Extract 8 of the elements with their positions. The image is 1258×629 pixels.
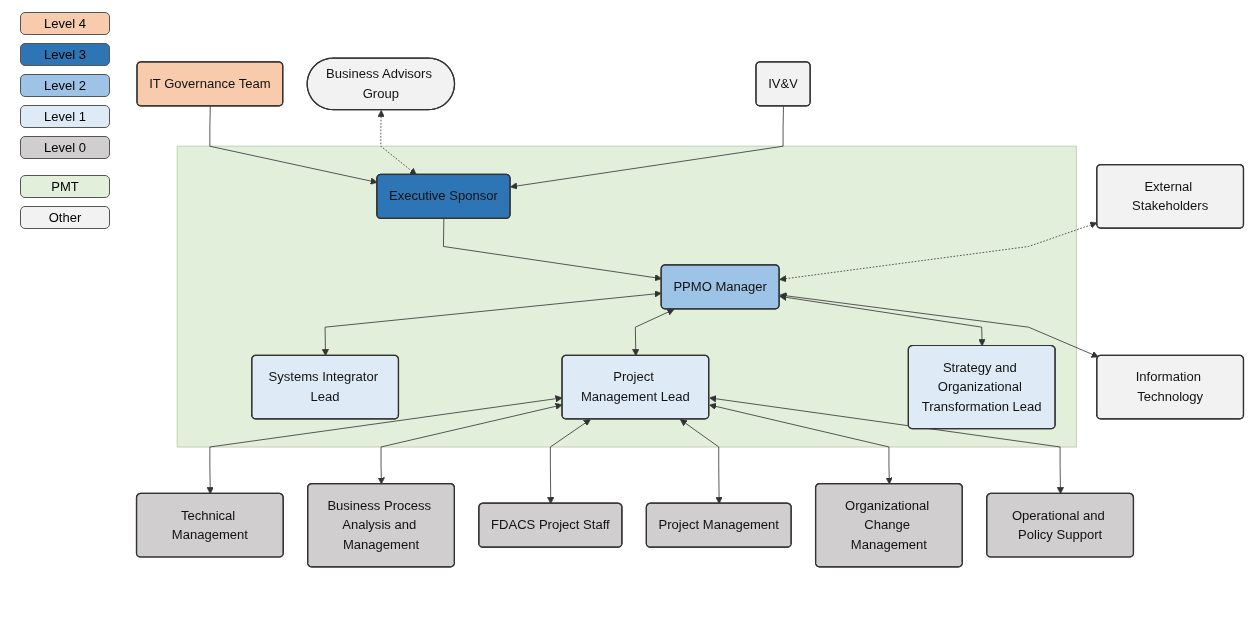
legend-swatch: Other bbox=[20, 206, 110, 229]
legend-swatch: PMT bbox=[20, 175, 110, 198]
cluster bbox=[176, 145, 1077, 448]
legend-swatch: Level 1 bbox=[20, 105, 110, 128]
legend-swatch: Level 3 bbox=[20, 43, 110, 66]
legend-swatch: Level 0 bbox=[20, 136, 110, 159]
legend-swatch: Level 2 bbox=[20, 74, 110, 97]
legend-swatch: Level 4 bbox=[20, 12, 110, 35]
